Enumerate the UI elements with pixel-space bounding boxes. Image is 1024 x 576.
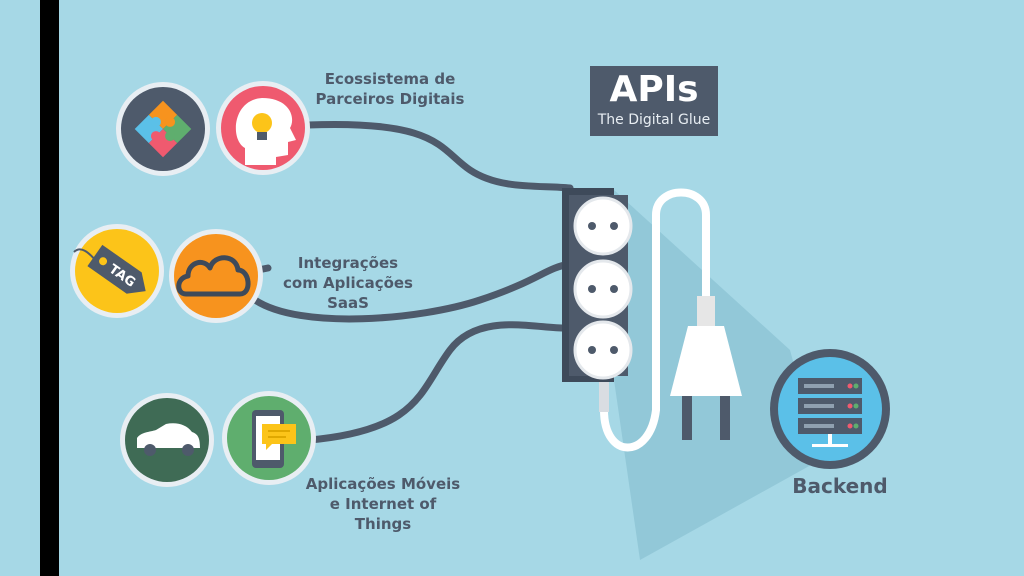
smartphone-chat-icon — [222, 391, 316, 485]
power-strip-icon — [562, 188, 633, 382]
cable-mobile — [306, 321, 574, 444]
power-plug-icon — [670, 296, 742, 440]
title-box: APIs The Digital Glue — [590, 66, 718, 136]
title-subtitle: The Digital Glue — [597, 112, 711, 128]
label-partners: Ecossistema de Parceiros Digitais — [315, 70, 465, 108]
car-icon — [120, 393, 214, 487]
label-backend: Backend — [792, 474, 888, 498]
server-rack-icon — [770, 349, 890, 469]
left-border-bar — [40, 0, 59, 576]
title-main: APIs — [609, 69, 699, 110]
cable-saas — [251, 260, 574, 323]
label-mobile-iot: Aplicações Móveis e Internet of Things — [305, 475, 461, 533]
tag-icon: TAG — [70, 224, 164, 318]
cloud-icon — [169, 229, 263, 323]
lightbulb-head-icon — [216, 81, 310, 175]
label-saas: Integrações com Aplicações SaaS — [283, 254, 413, 312]
cable-partners — [304, 120, 574, 192]
plug-cable — [600, 188, 710, 452]
puzzle-icon — [116, 82, 210, 176]
